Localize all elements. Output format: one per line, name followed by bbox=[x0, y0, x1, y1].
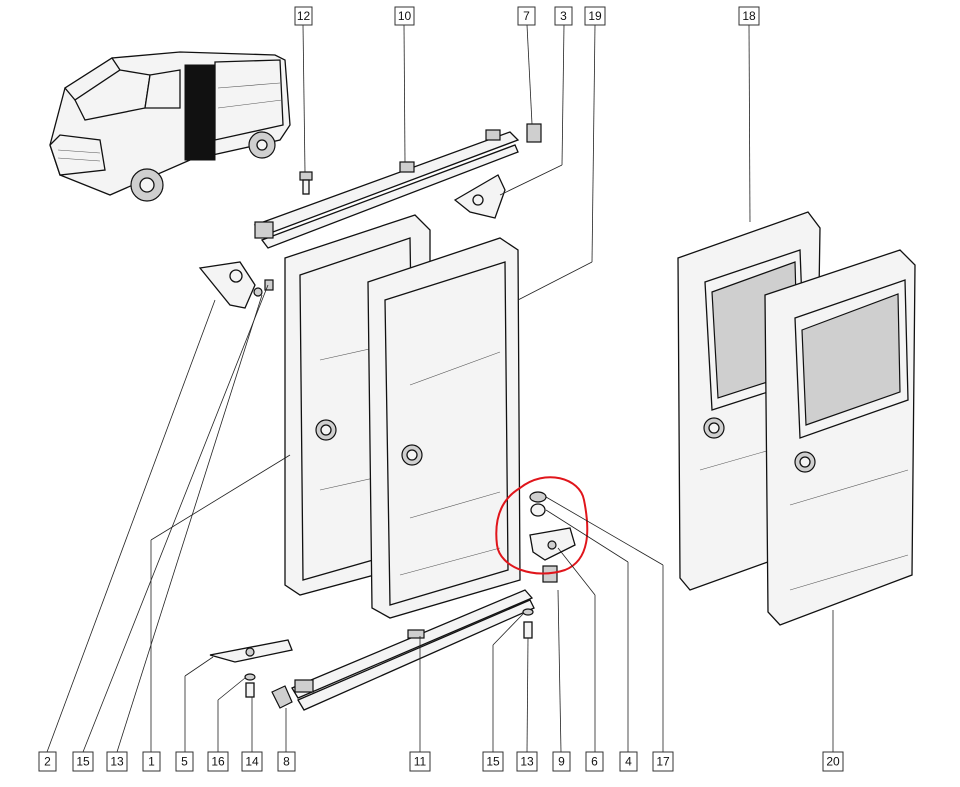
svg-text:3: 3 bbox=[560, 9, 567, 23]
callout-4: 4 bbox=[619, 751, 638, 772]
callout-11: 11 bbox=[409, 751, 431, 772]
roller-assembly bbox=[529, 491, 576, 561]
callout-9: 9 bbox=[552, 751, 571, 772]
van-illustration bbox=[49, 51, 291, 202]
callout-12: 12 bbox=[294, 6, 313, 26]
callout-20: 20 bbox=[822, 751, 844, 772]
upper-door-rail bbox=[253, 129, 520, 249]
lower-door-rail bbox=[291, 589, 535, 711]
svg-text:2: 2 bbox=[44, 755, 51, 769]
svg-text:11: 11 bbox=[414, 755, 427, 769]
callout-13-right: 13 bbox=[516, 751, 538, 772]
callout-15-right: 15 bbox=[482, 751, 504, 772]
svg-text:17: 17 bbox=[656, 755, 670, 769]
callout-18: 18 bbox=[738, 6, 760, 26]
callout-5: 5 bbox=[175, 751, 194, 772]
svg-text:5: 5 bbox=[181, 755, 188, 769]
bracket-7 bbox=[526, 123, 542, 143]
callout-19: 19 bbox=[584, 6, 606, 26]
upper-hinge-2 bbox=[198, 261, 274, 309]
svg-text:15: 15 bbox=[486, 755, 500, 769]
svg-text:8: 8 bbox=[283, 755, 290, 769]
svg-text:13: 13 bbox=[110, 755, 124, 769]
svg-text:18: 18 bbox=[742, 9, 756, 23]
stop-block-8 bbox=[271, 685, 293, 709]
bolt-14 bbox=[244, 673, 256, 698]
svg-text:6: 6 bbox=[591, 755, 598, 769]
callouts-bottom: 2 15 13 1 5 16 14 8 bbox=[38, 751, 844, 772]
svg-text:13: 13 bbox=[520, 755, 534, 769]
svg-text:14: 14 bbox=[245, 755, 259, 769]
callout-1: 1 bbox=[142, 751, 161, 772]
callout-16: 16 bbox=[207, 751, 229, 772]
bolt-12 bbox=[299, 171, 313, 195]
svg-text:12: 12 bbox=[297, 9, 311, 23]
svg-text:7: 7 bbox=[523, 9, 530, 23]
bolt-13 bbox=[522, 608, 534, 639]
callout-14: 14 bbox=[241, 751, 263, 772]
svg-text:16: 16 bbox=[211, 755, 225, 769]
callout-15-left: 15 bbox=[72, 751, 94, 772]
hinge-3 bbox=[453, 174, 506, 219]
callout-13-left: 13 bbox=[106, 751, 128, 772]
leader-lines bbox=[46, 24, 834, 753]
lower-hinge-5 bbox=[209, 639, 293, 663]
svg-text:15: 15 bbox=[76, 755, 90, 769]
callout-8: 8 bbox=[277, 751, 296, 772]
svg-text:10: 10 bbox=[398, 9, 412, 23]
callout-10: 10 bbox=[394, 6, 415, 26]
highlight-circle bbox=[495, 476, 589, 575]
callout-6: 6 bbox=[585, 751, 604, 772]
svg-text:19: 19 bbox=[588, 9, 602, 23]
svg-text:4: 4 bbox=[625, 755, 632, 769]
svg-text:9: 9 bbox=[558, 755, 565, 769]
callout-7: 7 bbox=[517, 6, 536, 26]
door-panel-20 bbox=[764, 249, 916, 626]
door-panel-19 bbox=[367, 237, 521, 619]
callout-2: 2 bbox=[38, 751, 57, 772]
svg-text:1: 1 bbox=[148, 755, 155, 769]
svg-text:20: 20 bbox=[826, 755, 840, 769]
callouts-top: 12 10 7 3 19 18 bbox=[294, 6, 760, 26]
callout-17: 17 bbox=[652, 751, 674, 772]
callout-3: 3 bbox=[554, 6, 573, 26]
